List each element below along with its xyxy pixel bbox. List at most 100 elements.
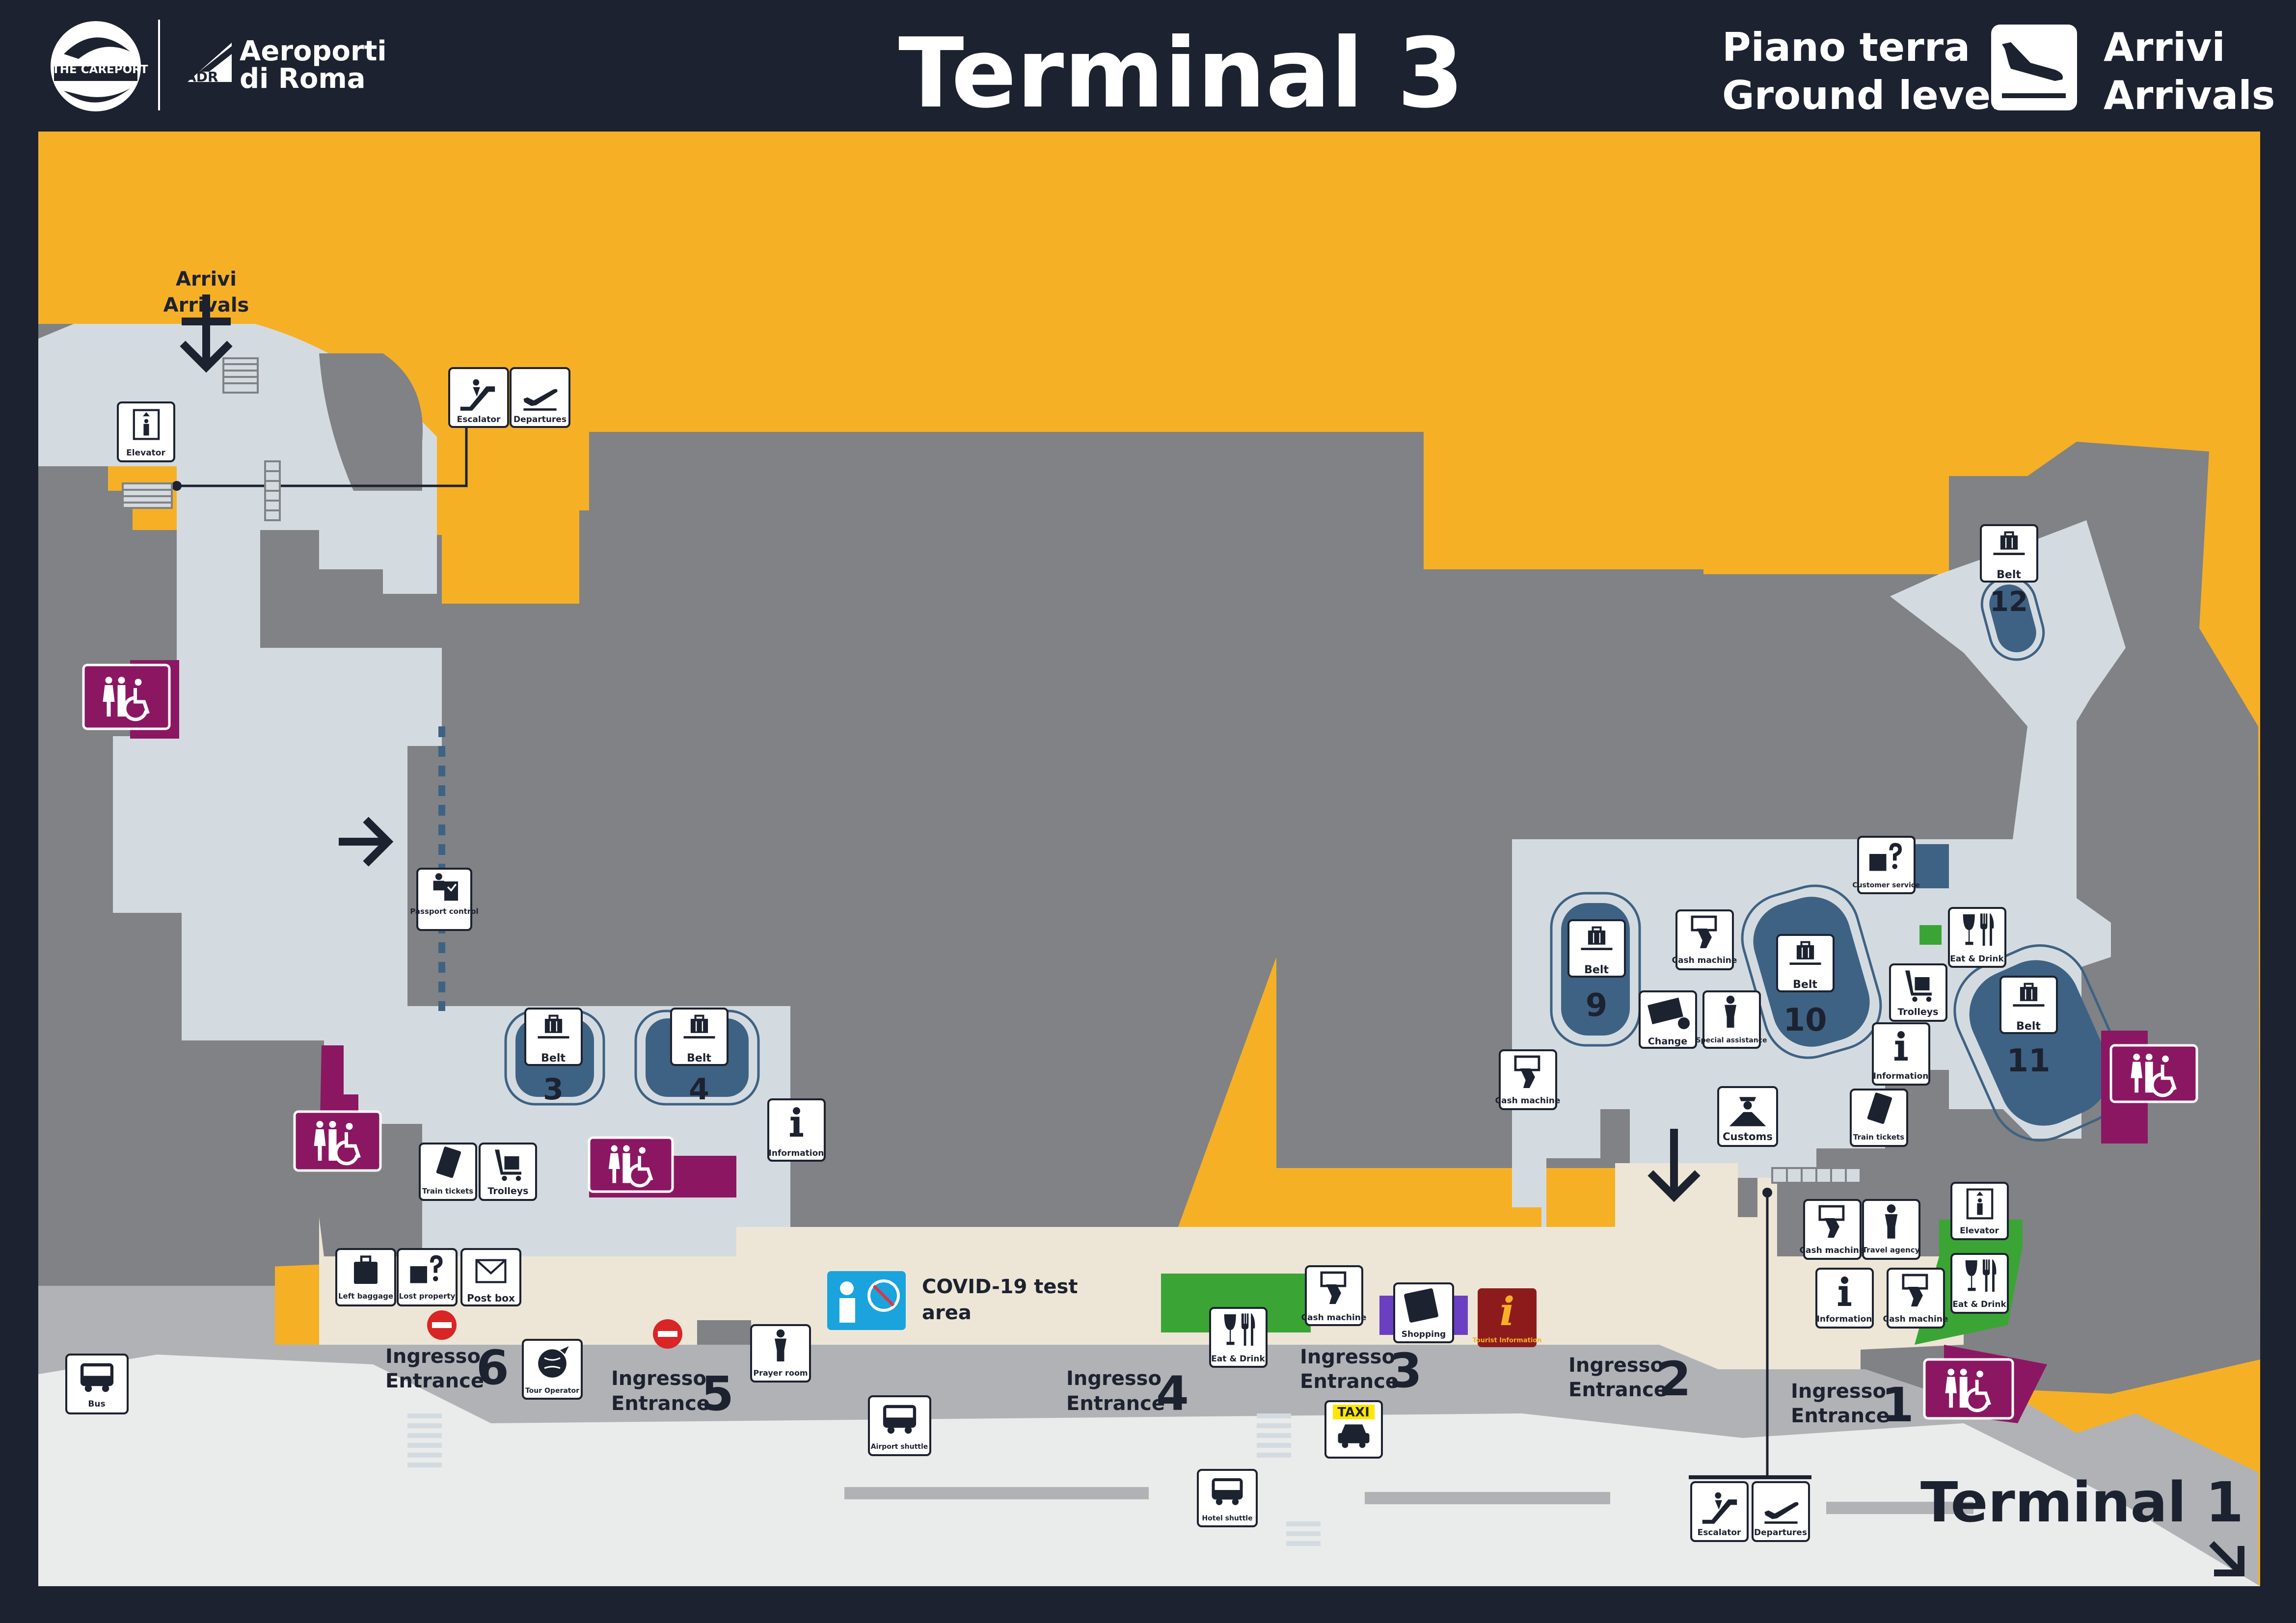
departures-icon[interactable] <box>1752 1481 1810 1542</box>
lost-property-label: Lost property <box>399 1292 456 1301</box>
entrance-4-it[interactable]: Ingresso <box>1066 1367 1162 1390</box>
cash-machine-icon[interactable] <box>1305 1265 1363 1326</box>
cash-machine-icon[interactable] <box>1675 909 1734 970</box>
trolleys-icon[interactable] <box>479 1143 537 1201</box>
elevator-icon[interactable] <box>1950 1182 2009 1240</box>
entrance-3-en[interactable]: Entrance <box>1300 1370 1399 1393</box>
entrance-4-number[interactable]: 4 <box>1156 1366 1189 1421</box>
careport-logo <box>51 21 141 111</box>
entrance-6-en[interactable]: Entrance <box>385 1370 484 1392</box>
left-baggage-icon[interactable] <box>335 1248 396 1306</box>
entrance-1-number[interactable]: 1 <box>1881 1378 1914 1433</box>
eat-drink-icon[interactable] <box>1948 907 2006 968</box>
escalator-icon[interactable] <box>1690 1481 1749 1542</box>
trolleys-label: Trolleys <box>1898 1007 1939 1017</box>
entrance-5-en[interactable]: Entrance <box>611 1392 710 1415</box>
cash-machine-icon[interactable] <box>1803 1199 1862 1260</box>
belt-11-icon[interactable] <box>1999 976 2058 1034</box>
passport-control-icon[interactable] <box>416 868 472 931</box>
cash-machine-icon[interactable] <box>1887 1268 1945 1329</box>
tourist-information-icon[interactable]: i <box>1478 1288 1537 1347</box>
entrance-6-number[interactable]: 6 <box>476 1340 509 1395</box>
trolleys-icon[interactable] <box>1889 963 1947 1022</box>
train-tickets-icon[interactable] <box>1850 1089 1908 1147</box>
travel-agency-label: Travel agency <box>1863 1246 1920 1254</box>
customer-service-icon[interactable] <box>1857 836 1916 894</box>
escalator-icon[interactable] <box>448 367 509 428</box>
terminal-1-label[interactable]: Terminal 1 <box>1920 1471 2243 1535</box>
tour-operator-icon[interactable] <box>522 1339 583 1400</box>
restroom-icon[interactable] <box>293 1110 382 1172</box>
departures-icon[interactable] <box>510 367 570 428</box>
escalator-label: Escalator <box>457 415 501 425</box>
belt-9-icon[interactable] <box>1567 919 1626 978</box>
airport-shuttle-icon[interactable] <box>868 1395 931 1456</box>
stairs-north <box>122 357 1862 1184</box>
vertical-link-dot <box>172 481 182 491</box>
entrance-3-number[interactable]: 3 <box>1389 1343 1422 1398</box>
belt-12-icon[interactable] <box>1980 524 2038 583</box>
belt-label: Belt <box>687 1052 711 1064</box>
cash-machine-label: Cash machine <box>1800 1246 1865 1255</box>
covid-test-icon[interactable] <box>827 1271 906 1330</box>
elevator-icon[interactable] <box>117 401 175 462</box>
entrance-1-en[interactable]: Entrance <box>1791 1405 1890 1427</box>
bus-icon[interactable] <box>65 1354 129 1414</box>
taxi-icon[interactable] <box>1324 1400 1383 1459</box>
arrow-down-right-terminal1 <box>2209 1541 2244 1576</box>
change-icon[interactable] <box>1639 990 1697 1049</box>
belt-number: 12 <box>1990 586 2028 618</box>
shopping-icon[interactable] <box>1393 1282 1454 1343</box>
belt-number: 10 <box>1783 1002 1827 1038</box>
entrance-5-number[interactable]: 5 <box>701 1366 734 1421</box>
covid-label-line2: area <box>922 1302 972 1324</box>
escalator-label: Escalator <box>1698 1528 1741 1538</box>
restroom-icon[interactable] <box>588 1136 674 1193</box>
belt-label: Belt <box>541 1052 566 1064</box>
tour-operator-label: Tour Operator <box>525 1387 579 1395</box>
tourist-information-label: Tourist Information <box>1473 1337 1542 1344</box>
taxi-label: TAXI <box>1337 1405 1370 1420</box>
information-label: Information <box>1817 1314 1872 1324</box>
travel-agency-icon[interactable] <box>1862 1199 1920 1260</box>
post-box-icon[interactable] <box>460 1248 521 1306</box>
bus-label: Bus <box>88 1399 105 1409</box>
entrance-3-it[interactable]: Ingresso <box>1300 1346 1395 1368</box>
customs-icon[interactable] <box>1717 1086 1778 1147</box>
belt-label: Belt <box>1793 979 1817 991</box>
customs-label: Customs <box>1723 1131 1773 1143</box>
belt-number: 4 <box>689 1072 709 1107</box>
entrance-5-it[interactable]: Ingresso <box>611 1367 706 1390</box>
restroom-icon[interactable] <box>1923 1358 2014 1420</box>
hotel-shuttle-icon[interactable] <box>1197 1469 1258 1527</box>
entrance-1-it[interactable]: Ingresso <box>1791 1380 1886 1403</box>
belt-4-icon[interactable] <box>670 1008 729 1066</box>
entrance-2-it[interactable]: Ingresso <box>1568 1354 1664 1377</box>
belt-10-icon[interactable] <box>1776 934 1835 992</box>
restroom-icon[interactable] <box>2109 1044 2198 1103</box>
belt-number: 11 <box>2006 1043 2050 1079</box>
entrance-2-en[interactable]: Entrance <box>1568 1379 1667 1401</box>
entrance-6-it[interactable]: Ingresso <box>385 1345 481 1368</box>
entrance-2-number[interactable]: 2 <box>1658 1352 1691 1407</box>
eat-drink-icon[interactable] <box>1950 1253 2009 1314</box>
lost-property-icon[interactable] <box>397 1248 458 1306</box>
entrance-4-en[interactable]: Entrance <box>1066 1392 1165 1415</box>
cash-machine-icon[interactable] <box>1499 1049 1557 1110</box>
special-assistance-icon[interactable] <box>1702 990 1761 1049</box>
belt-3-icon[interactable] <box>524 1008 583 1066</box>
road-island-3 <box>1826 1502 1973 1514</box>
information-icon[interactable] <box>1872 1022 1930 1086</box>
eat-drink-icon[interactable] <box>1209 1307 1268 1368</box>
plane-landing-icon <box>1991 25 2077 110</box>
belt-number: 9 <box>1586 987 1608 1024</box>
left-baggage-label: Left baggage <box>338 1292 393 1301</box>
header-bar: THE CAREPORT ADR Aeroporti di Roma Termi… <box>0 0 2296 133</box>
prayer-room-icon[interactable] <box>750 1324 811 1383</box>
arrow-right-north <box>339 817 394 867</box>
information-icon[interactable] <box>767 1098 826 1162</box>
information-icon[interactable] <box>1815 1268 1874 1329</box>
train-tickets-icon[interactable] <box>419 1143 477 1201</box>
entrance-labels: Ingresso Entrance 6 Ingresso Entrance 5 … <box>385 1340 1914 1433</box>
restroom-icon[interactable] <box>82 664 171 730</box>
